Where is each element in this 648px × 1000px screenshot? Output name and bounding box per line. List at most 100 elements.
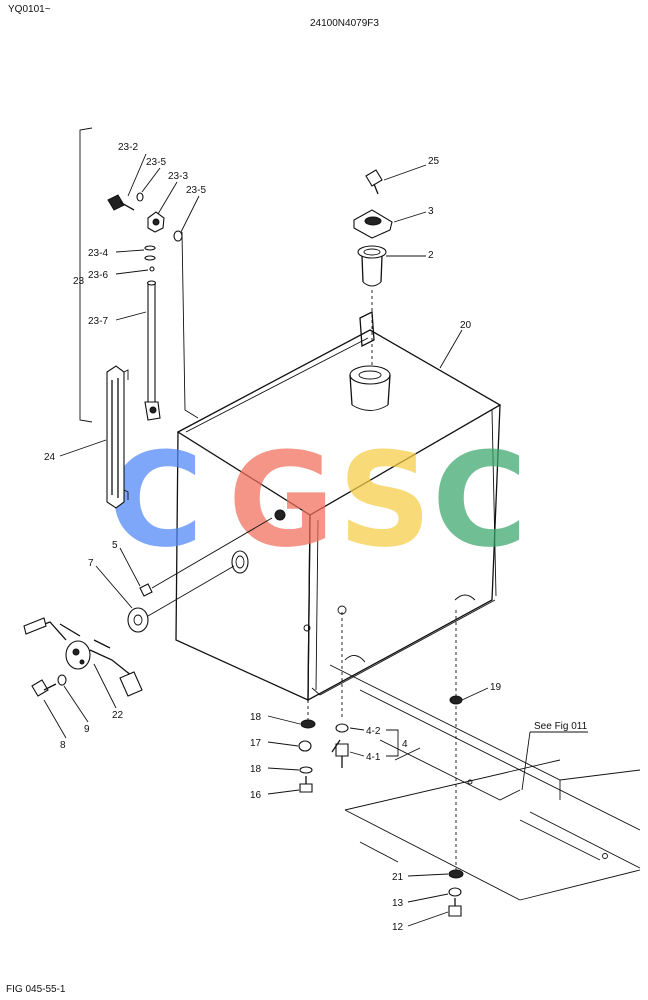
callout-23-2: 23-2	[118, 142, 138, 153]
leader-4-1	[349, 751, 365, 757]
leader-3	[393, 211, 427, 223]
callout-4-1: 4-1	[366, 752, 381, 763]
leader-12	[407, 911, 449, 927]
leader-18a	[267, 715, 301, 725]
leader-8	[43, 699, 67, 739]
callout-7: 7	[88, 558, 94, 569]
drain-port	[337, 605, 347, 615]
fuel-sender-22	[23, 617, 143, 697]
callout-4-2: 4-2	[366, 726, 381, 737]
leader-23	[181, 231, 199, 419]
ring-23-5a	[136, 192, 144, 202]
callout-19: 19	[490, 682, 502, 693]
leader-23-5a	[141, 167, 161, 193]
callout-16: 16	[250, 790, 262, 801]
bolt-23-2	[107, 194, 135, 211]
callout-18b: 18	[250, 764, 262, 775]
callout-13: 13	[392, 898, 404, 909]
callout-23-5a: 23-5	[146, 157, 166, 168]
callout-21: 21	[392, 872, 404, 883]
leader-17	[267, 741, 299, 747]
oring-23-4a	[144, 245, 156, 251]
callout-20: 20	[460, 320, 472, 331]
callout-22: 22	[112, 710, 124, 721]
fuel-tank-body	[175, 310, 502, 702]
gasket-7	[127, 607, 149, 633]
callout-23-6: 23-6	[88, 270, 108, 281]
callout-23-4: 23-4	[88, 248, 108, 259]
washer-18b	[299, 766, 313, 774]
see-fig-leader	[521, 731, 531, 791]
callout-23-7: 23-7	[88, 316, 108, 327]
drain-cock-4-1	[331, 739, 349, 768]
level-gauge-24	[106, 365, 129, 509]
leader-23-2	[127, 153, 147, 197]
callout-24: 24	[44, 452, 56, 463]
drain-4-2	[335, 723, 349, 733]
drawing-number: 24100N4079F3	[310, 18, 379, 29]
oring-23-4b	[144, 255, 156, 261]
leader-23-5b	[180, 195, 200, 233]
group-bracket-23	[79, 127, 93, 423]
leader-20	[439, 329, 463, 369]
centerline-7	[147, 565, 235, 617]
leader-23-3	[157, 181, 178, 215]
leader-13	[407, 893, 449, 903]
callout-8: 8	[60, 740, 66, 751]
leader-4-2	[349, 727, 365, 731]
cushion-19	[449, 695, 463, 705]
callout-18a: 18	[250, 712, 262, 723]
washer-9	[57, 674, 67, 686]
watermark-letter-2: G	[228, 424, 335, 576]
bracket-4	[386, 729, 399, 757]
cushion-21	[448, 869, 464, 879]
leader-19	[461, 687, 489, 701]
callout-2: 2	[428, 250, 434, 261]
washer-18a	[300, 719, 316, 729]
watermark: C G S C	[108, 424, 527, 576]
callout-5: 5	[112, 540, 118, 551]
bolt-8	[31, 679, 57, 697]
leader-22	[93, 663, 117, 709]
leader-23-4	[115, 249, 145, 253]
leader-18b	[267, 767, 300, 771]
centerline-5	[151, 517, 273, 589]
figure-number: FIG 045-55-1	[6, 984, 66, 995]
callout-3: 3	[428, 206, 434, 217]
strainer-2	[357, 245, 387, 287]
callout-23: 23	[73, 276, 85, 287]
callout-4: 4	[402, 739, 408, 750]
leader-16	[267, 789, 300, 795]
bolt-16	[299, 776, 313, 793]
callout-23-5b: 23-5	[186, 185, 206, 196]
see-fig-reference: See Fig 011	[534, 721, 588, 732]
washer-23-6	[149, 266, 155, 272]
callout-12: 12	[392, 922, 404, 933]
serial-range: YQ0101~	[8, 4, 51, 15]
leader-24	[59, 439, 107, 457]
key-25	[365, 169, 383, 195]
watermark-letter-3: S	[338, 424, 432, 576]
leader-21	[407, 873, 449, 877]
callout-23-3: 23-3	[168, 171, 188, 182]
ring-23-5b	[173, 230, 183, 242]
plug-5	[139, 583, 153, 597]
leader-23-7	[115, 311, 147, 321]
nut-23-3	[147, 211, 165, 233]
leader-25	[383, 164, 427, 181]
leader-7	[95, 565, 133, 609]
leader-9	[63, 685, 89, 723]
watermark-letter-4: C	[432, 424, 527, 576]
bolt-12	[448, 898, 462, 917]
callout-17: 17	[250, 738, 262, 749]
washer-13	[448, 887, 462, 897]
callout-25: 25	[428, 156, 440, 167]
leader-23-6	[115, 269, 149, 275]
leader-21-frame	[359, 841, 399, 863]
frame-structure	[329, 664, 641, 901]
gauge-tube-23-7	[144, 280, 161, 421]
washer-17	[298, 740, 312, 752]
leader-5	[119, 547, 141, 587]
callout-9: 9	[84, 724, 90, 735]
